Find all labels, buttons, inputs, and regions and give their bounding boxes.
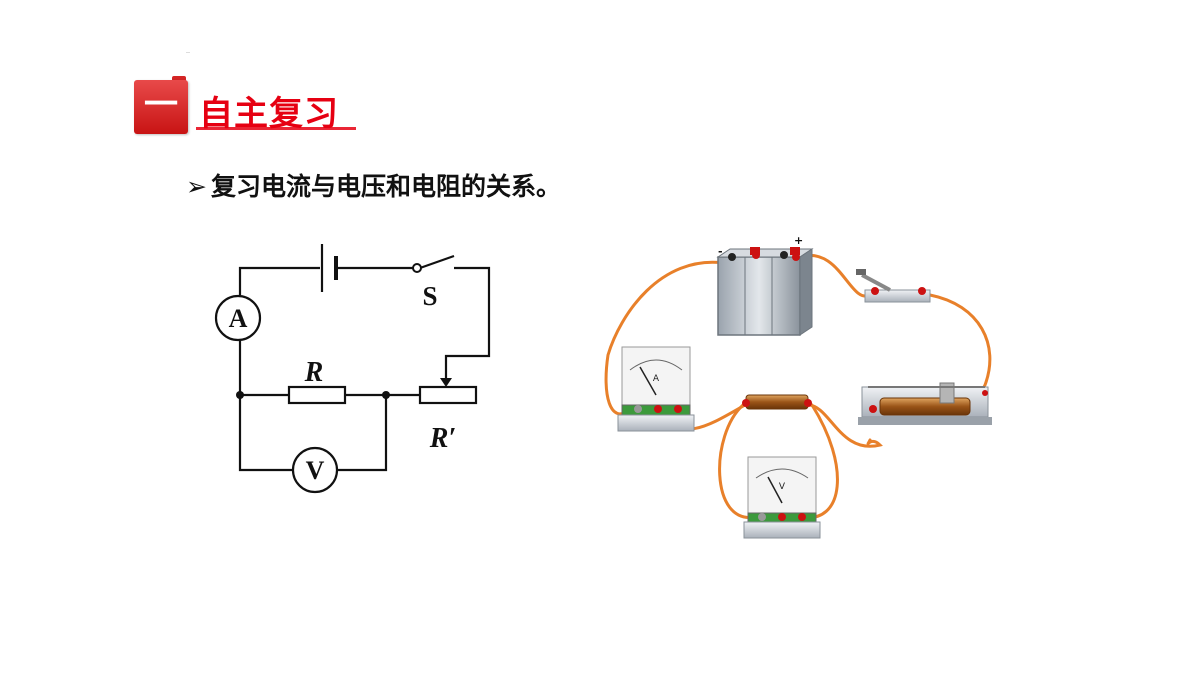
- voltmeter-face-letter: V: [779, 482, 786, 492]
- switch-pivot: [412, 263, 422, 273]
- subtitle-text: 复习电流与电压和电阻的关系。: [210, 172, 561, 201]
- voltmeter-device: V: [743, 456, 821, 539]
- section-badge: 一: [134, 80, 188, 134]
- wire-switch-rheostat: [928, 293, 992, 397]
- ammeter-face-letter: A: [653, 374, 660, 384]
- section-number: 一: [144, 85, 178, 125]
- wire-coil-voltmeter-left: [718, 403, 757, 519]
- ammeter-device: A: [617, 346, 695, 432]
- resistor-r-body: [287, 385, 347, 405]
- wire-battery-ammeter: [604, 260, 726, 416]
- wire-coil-rheostat: [806, 403, 883, 448]
- ammeter-symbol: [214, 294, 262, 342]
- speck: [186, 52, 190, 53]
- wire-top-left: [238, 266, 320, 295]
- rheostat-label: R′: [429, 423, 457, 454]
- junction-right: [382, 391, 390, 399]
- arrow-bullet-icon: ➢: [186, 172, 207, 201]
- physical-circuit-illustration: - + A V: [604, 235, 992, 539]
- resistor-label: R: [304, 357, 324, 388]
- circuit-diagram: A V S R R′: [214, 244, 491, 494]
- ammeter-label: A: [229, 304, 248, 333]
- subtitle: ➢复习电流与电压和电阻的关系。: [186, 167, 561, 203]
- fixed-resistor-coil: [742, 394, 812, 410]
- switch-blade: [419, 254, 455, 270]
- slider-arrow-icon: [440, 378, 452, 387]
- wire-v-right: [338, 395, 388, 472]
- junction-left: [236, 391, 244, 399]
- switch-label: S: [422, 281, 437, 311]
- voltmeter-symbol: [291, 446, 339, 494]
- rheostat-body: [418, 385, 478, 405]
- battery-pos-label: +: [794, 235, 803, 247]
- voltmeter-label: V: [306, 456, 325, 485]
- wire-right: [444, 266, 491, 378]
- battery-neg-label: -: [718, 245, 723, 258]
- battery-pack: - +: [716, 235, 814, 336]
- knife-switch: [856, 269, 931, 303]
- title-underline: [196, 127, 356, 130]
- wire-v-left: [238, 395, 292, 472]
- rheostat-device: [858, 382, 992, 425]
